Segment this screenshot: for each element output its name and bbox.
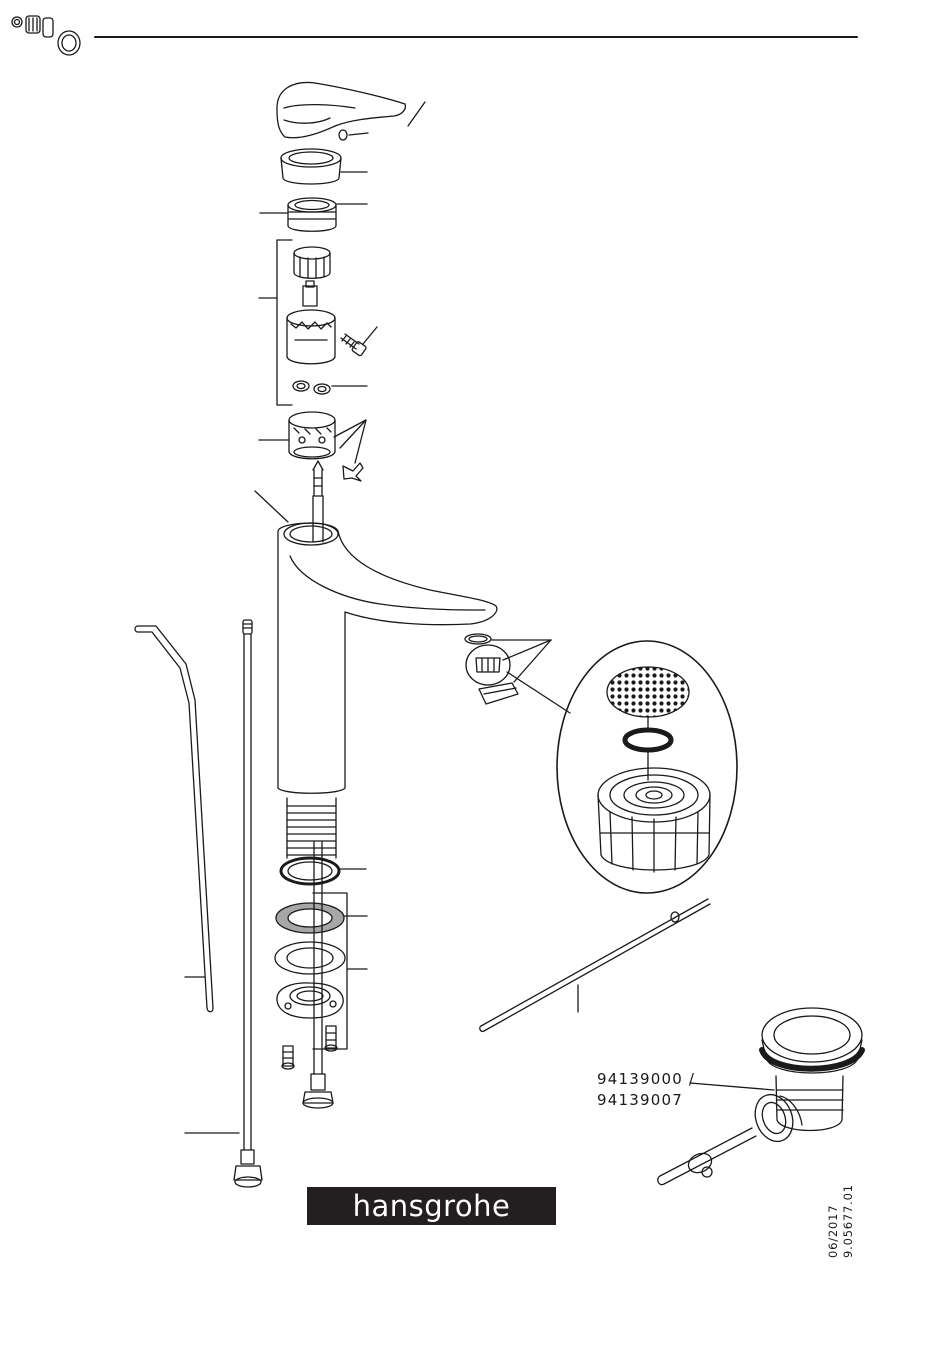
pop-up-rod <box>480 899 710 1031</box>
spindle-rod <box>313 461 323 542</box>
part-number-label: 94139000 / 94139007 <box>597 1069 695 1111</box>
aerator-gasket-detail <box>625 730 671 750</box>
document-info: 06/2017 9.05677.01 <box>826 1184 856 1258</box>
lift-rod <box>135 626 213 1012</box>
clip-part <box>343 463 363 481</box>
document-number: 9.05677.01 <box>841 1184 856 1258</box>
fixing-plate <box>277 983 343 1018</box>
brand-logo: hansgrohe <box>307 1187 556 1225</box>
fixing-screw-right <box>325 1026 337 1051</box>
gasket <box>276 903 344 933</box>
leader-aerator-c <box>514 640 551 682</box>
lever-handle <box>277 82 405 137</box>
seal-rings <box>293 381 330 394</box>
leader-drain-valve <box>690 1083 774 1090</box>
fixing-screw-left <box>282 1046 294 1069</box>
handle-pin <box>339 130 347 140</box>
part-number-line2: 94139007 <box>597 1090 695 1111</box>
flexible-hose <box>234 620 262 1187</box>
document-date: 06/2017 <box>826 1184 841 1258</box>
aerator-insert-detail <box>598 768 710 872</box>
cartridge-adapter <box>294 247 330 278</box>
cover-cap <box>281 149 341 184</box>
aerator-seal <box>465 634 491 644</box>
aerator-housing <box>479 683 518 704</box>
aerator-mesh <box>607 667 689 717</box>
threaded-shank <box>287 798 336 858</box>
aerator-parts-icon <box>12 16 80 55</box>
cartridge-screw <box>341 334 367 356</box>
mixer-body <box>255 491 497 793</box>
leader-pin <box>349 133 368 135</box>
leader-mixing-a <box>334 420 366 437</box>
aerator-insert <box>466 645 510 685</box>
leader-aerator-b <box>503 640 551 660</box>
threaded-nut <box>288 198 336 231</box>
brand-name: hansgrohe <box>353 1189 511 1223</box>
cartridge <box>287 281 335 364</box>
part-number-line1: 94139000 / <box>597 1069 695 1090</box>
leader-handle <box>408 102 425 126</box>
mixing-insert <box>289 412 335 459</box>
washer <box>275 942 345 974</box>
leader-screw <box>363 327 377 344</box>
o-ring <box>281 858 339 884</box>
